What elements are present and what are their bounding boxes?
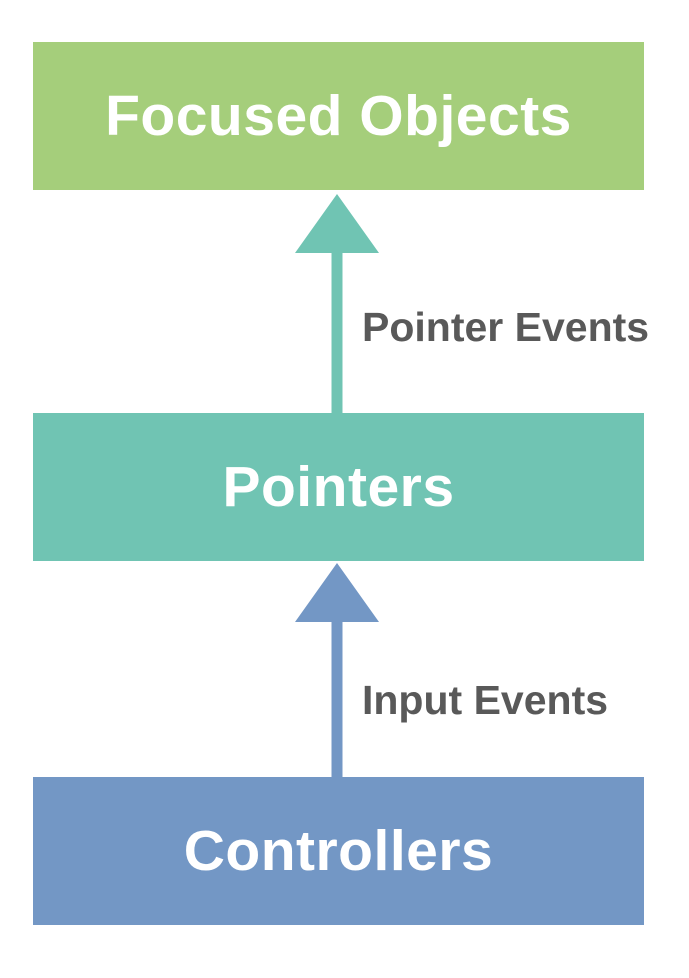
arrow-pointer-events [295, 194, 379, 413]
node-pointers: Pointers [33, 413, 644, 561]
arrow-up-icon [295, 194, 379, 413]
node-controllers-label: Controllers [183, 819, 494, 883]
node-controllers: Controllers [33, 777, 644, 925]
arrow-input-events [295, 563, 379, 778]
node-focused-objects: Focused Objects [33, 42, 644, 190]
node-focused-objects-label: Focused Objects [105, 84, 572, 148]
node-pointers-label: Pointers [222, 455, 455, 519]
arrow-up-icon [295, 563, 379, 778]
arrow-label-input-events: Input Events [362, 677, 609, 723]
arrow-label-pointer-events: Pointer Events [362, 304, 650, 350]
